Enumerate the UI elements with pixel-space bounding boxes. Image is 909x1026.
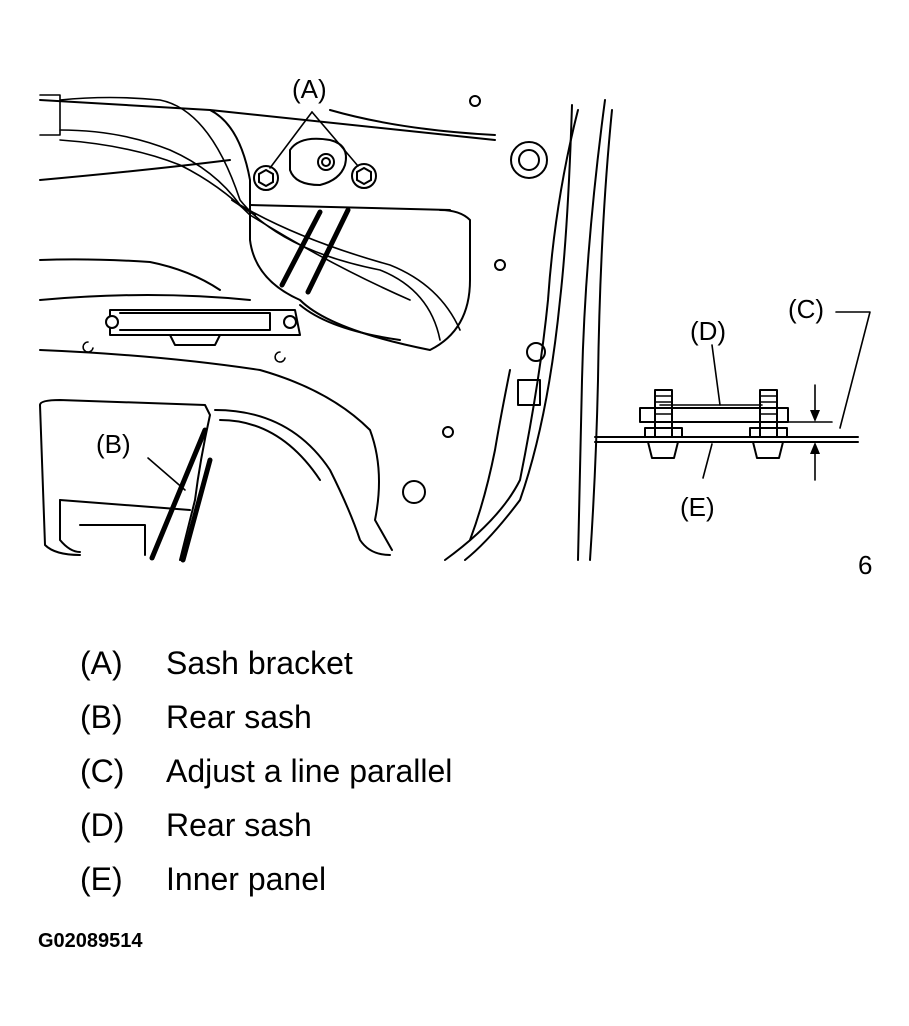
edge-mark: 6 bbox=[858, 550, 872, 580]
callout-e: (E) bbox=[680, 492, 715, 522]
legend-key: (C) bbox=[80, 753, 125, 789]
legend-key: (D) bbox=[80, 807, 125, 843]
rear-sash-area bbox=[39, 399, 391, 563]
nut-left bbox=[253, 165, 279, 191]
sash-bracket bbox=[253, 137, 377, 191]
legend-item-b: (B) Rear sash bbox=[80, 699, 452, 753]
lower-bracket bbox=[105, 309, 301, 346]
figure-code: G02089514 bbox=[38, 930, 143, 952]
door-edge bbox=[444, 99, 613, 561]
legend-item-d: (D) Rear sash bbox=[80, 807, 452, 861]
panel-holes bbox=[82, 95, 548, 504]
callout-d: (D) bbox=[690, 316, 726, 346]
legend-text: Rear sash bbox=[166, 699, 312, 735]
legend-text: Adjust a line parallel bbox=[166, 753, 453, 789]
bolt-left bbox=[644, 389, 683, 459]
legend-text: Sash bracket bbox=[166, 645, 353, 681]
bolt-right bbox=[749, 389, 788, 459]
callout-a: (A) bbox=[292, 74, 327, 104]
door-inner-panel bbox=[39, 99, 496, 551]
legend-text: Inner panel bbox=[166, 861, 327, 897]
legend: (A) Sash bracket (B) Rear sash (C) Adjus… bbox=[80, 645, 452, 915]
callout-b: (B) bbox=[96, 429, 131, 459]
callout-c: (C) bbox=[788, 294, 824, 324]
legend-text: Rear sash bbox=[166, 807, 312, 843]
nut-right bbox=[351, 163, 377, 189]
sash-strokes-upper bbox=[279, 207, 351, 295]
legend-key: (A) bbox=[80, 645, 123, 681]
wire-harness bbox=[39, 94, 461, 341]
legend-item-a: (A) Sash bracket bbox=[80, 645, 452, 699]
door-diagram: (A) (B) (C) (D) (E) 6 bbox=[39, 74, 872, 580]
legend-key: (E) bbox=[80, 861, 123, 897]
legend-key: (B) bbox=[80, 699, 123, 735]
detail-inset bbox=[594, 311, 871, 481]
legend-item-c: (C) Adjust a line parallel bbox=[80, 753, 452, 807]
dimension-arrows bbox=[787, 384, 833, 481]
leader-lines bbox=[147, 111, 359, 491]
legend-item-e: (E) Inner panel bbox=[80, 861, 452, 915]
